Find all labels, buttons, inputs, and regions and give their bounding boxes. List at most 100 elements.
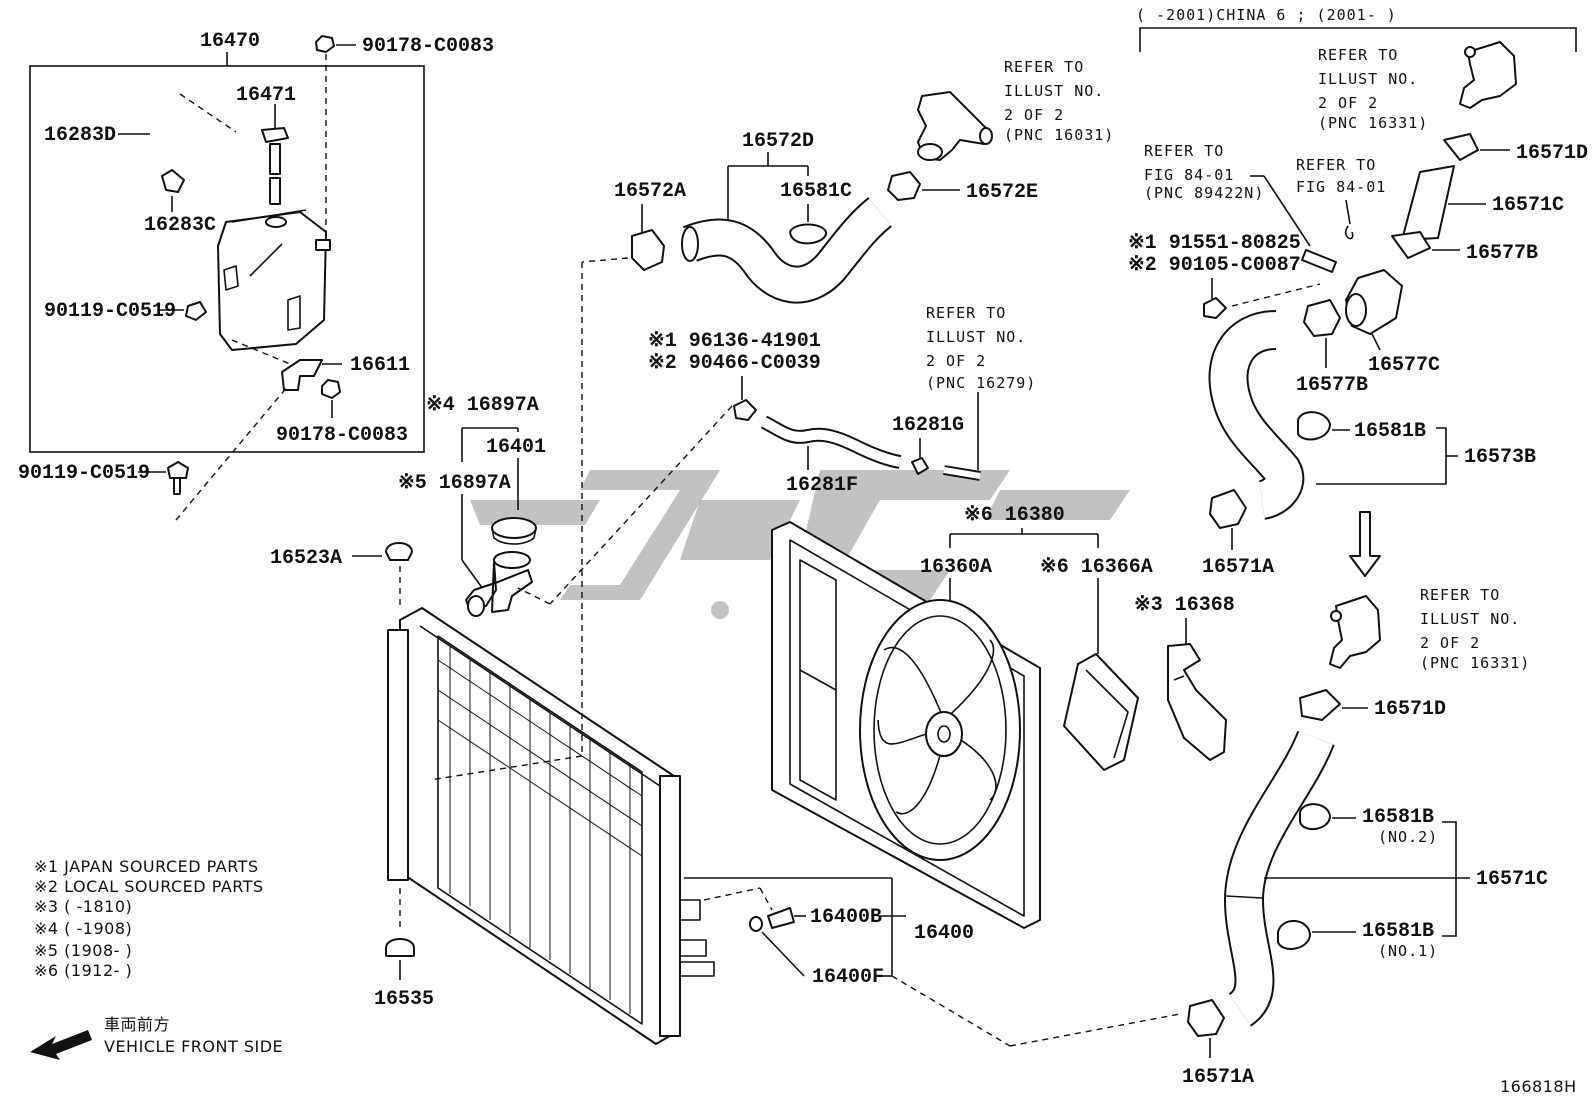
diagram-id: 166818H (1500, 1077, 1577, 1096)
callout-16523A: 16523A (270, 547, 342, 570)
bypass-hose-group: ※1 96136-41901 ※2 90466-C0039 16281F 162… (517, 330, 981, 605)
callout-90178-b: 90178-C0083 (276, 424, 408, 447)
callout-16897A-2: ※5 16897A (398, 472, 511, 495)
refer-fig-84-01: REFER TO FIG 84-01 (PNC 89422N) REFER TO… (1144, 142, 1385, 273)
variant-header: ( -2001)CHINA 6 ; (2001- ) (1136, 6, 1577, 52)
bolt-icon (185, 301, 207, 321)
callout-16577B-b: 16577B (1296, 374, 1368, 397)
mount-cushion-icon (385, 542, 413, 561)
reservoir-cap-icon (261, 127, 289, 143)
right-upper-hose-group: 16571D 16571C 16577B ※1 91551-80825 ※2 9… (1128, 133, 1588, 579)
refer-line: (PNC 16331) (1318, 114, 1428, 132)
refer-line: REFER TO (1144, 142, 1224, 160)
front-arrow-icon (30, 1030, 92, 1060)
callout-16581B-c: 16581B (1362, 920, 1434, 943)
callout-90119-b: 90119-C0519 (18, 462, 150, 485)
hose-clamp-icon (1391, 231, 1431, 259)
callout-16535: 16535 (374, 988, 434, 1011)
radiator-core (387, 257, 715, 1045)
callout-16581B-b: 16581B (1362, 806, 1434, 829)
refer-line: (PNC 16031) (1004, 126, 1114, 144)
callout-16366A: ※6 16366A (1040, 556, 1153, 579)
callout-90466: ※2 90466-C0039 (648, 352, 821, 375)
legend-item: ※5 (1908- ) (34, 941, 132, 960)
hose-clamp-icon (887, 171, 921, 201)
callout-91551: ※1 91551-80825 (1128, 232, 1301, 255)
refer-line: REFER TO (926, 304, 1006, 322)
refer-line: REFER TO (1318, 46, 1398, 64)
callout-16581B-b-sub: (NO.2) (1378, 828, 1438, 846)
callout-16571C-b: 16571C (1476, 868, 1548, 891)
hose-clamp-icon (1187, 999, 1225, 1037)
pad-group (1063, 653, 1139, 771)
refer-line: REFER TO (1004, 58, 1084, 76)
callout-16283C: 16283C (144, 214, 216, 237)
callout-16571A-b: 16571A (1182, 1066, 1254, 1089)
hose-clamp-icon (1299, 689, 1341, 721)
o-ring-icon (749, 916, 763, 932)
legend-item: ※4 ( -1908) (34, 919, 132, 938)
refer-line: FIG 84-01 (1144, 166, 1234, 184)
refer-pnc-16279: REFER TO ILLUST NO. 2 OF 2 (PNC 16279) (926, 304, 1036, 392)
water-outlet-icon (917, 91, 991, 161)
callout-16571C-a: 16571C (1492, 194, 1564, 217)
refer-pnc-16331-top: REFER TO ILLUST NO. 2 OF 2 (PNC 16331) (1318, 41, 1517, 132)
refer-line: ILLUST NO. (1004, 82, 1104, 100)
legend-item: ※6 (1912- ) (34, 961, 132, 980)
refer-line: REFER TO (1420, 586, 1500, 604)
clip-icon (733, 399, 757, 421)
fan-shroud-group: ※6 16380 16360A ※6 16366A (771, 504, 1153, 929)
callout-16573B: 16573B (1464, 446, 1536, 469)
down-arrow-icon (1349, 511, 1381, 577)
upper-mount-group: 16523A (270, 542, 413, 606)
hose-clamp-icon (1209, 489, 1247, 529)
callout-16581C: 16581C (780, 180, 852, 203)
radiator-icon (399, 607, 681, 1045)
hose-clamp-icon (631, 229, 665, 271)
deflector-group: ※3 16368 (1134, 594, 1235, 761)
callout-16581B-a: 16581B (1354, 420, 1426, 443)
refer-pnc-16331-bottom: REFER TO ILLUST NO. 2 OF 2 (PNC 16331) (1329, 586, 1530, 672)
drain-plug-icon (767, 907, 795, 929)
callout-16368: ※3 16368 (1134, 594, 1235, 617)
vehicle-front-indicator: 車両前方 VEHICLE FRONT SIDE (30, 1015, 283, 1060)
callout-16572D: 16572D (742, 130, 814, 153)
callout-16571D-a: 16571D (1516, 142, 1588, 165)
callout-16581B-c-sub: (NO.1) (1378, 942, 1438, 960)
wire-clip-icon (1345, 225, 1354, 240)
callout-90178-top: 90178-C0083 (362, 35, 494, 58)
nut-icon (321, 379, 341, 399)
bolt-icon (1203, 297, 1227, 319)
refer-line: ILLUST NO. (1420, 610, 1520, 628)
front-side-en: VEHICLE FRONT SIDE (104, 1037, 283, 1056)
callout-16401: 16401 (486, 436, 546, 459)
hose-sleeve-icon (1401, 165, 1455, 241)
callout-16577B-a: 16577B (1466, 242, 1538, 265)
hose-clamp-icon (789, 223, 827, 245)
overflow-hose-icon (112, 94, 175, 179)
clip-icon (911, 457, 929, 475)
right-lower-hose-group: 16571D 16581B (NO.2) 16571C 16581B (NO.1… (1182, 689, 1548, 1089)
refer-line: (PNC 16279) (926, 374, 1036, 392)
refer-line: ILLUST NO. (926, 328, 1026, 346)
refer-line: 2 OF 2 (1420, 634, 1480, 652)
front-side-jp: 車両前方 (104, 1015, 170, 1034)
water-inlet-icon (1459, 41, 1517, 109)
callout-16572A: 16572A (614, 180, 686, 203)
callout-16283D: 16283D (44, 124, 116, 147)
bolt-90119-outside: 90119-C0519 (18, 385, 289, 521)
radiator-cap-icon (491, 517, 537, 539)
sensor-icon (1301, 249, 1337, 273)
refer-line: (PNC 16331) (1420, 654, 1530, 672)
callout-16360A: 16360A (920, 556, 992, 579)
refer-line: ILLUST NO. (1318, 70, 1418, 88)
legend-item: ※3 ( -1810) (34, 897, 132, 916)
legend-item: ※1 JAPAN SOURCED PARTS (34, 857, 259, 876)
variant-header-text: ( -2001)CHINA 6 ; (2001- ) (1136, 6, 1397, 24)
hose-clamp-icon (1443, 133, 1479, 161)
callout-90119-a: 90119-C0519 (44, 300, 176, 323)
hose-clamp-icon (1299, 803, 1331, 831)
callout-16470: 16470 (200, 30, 260, 53)
